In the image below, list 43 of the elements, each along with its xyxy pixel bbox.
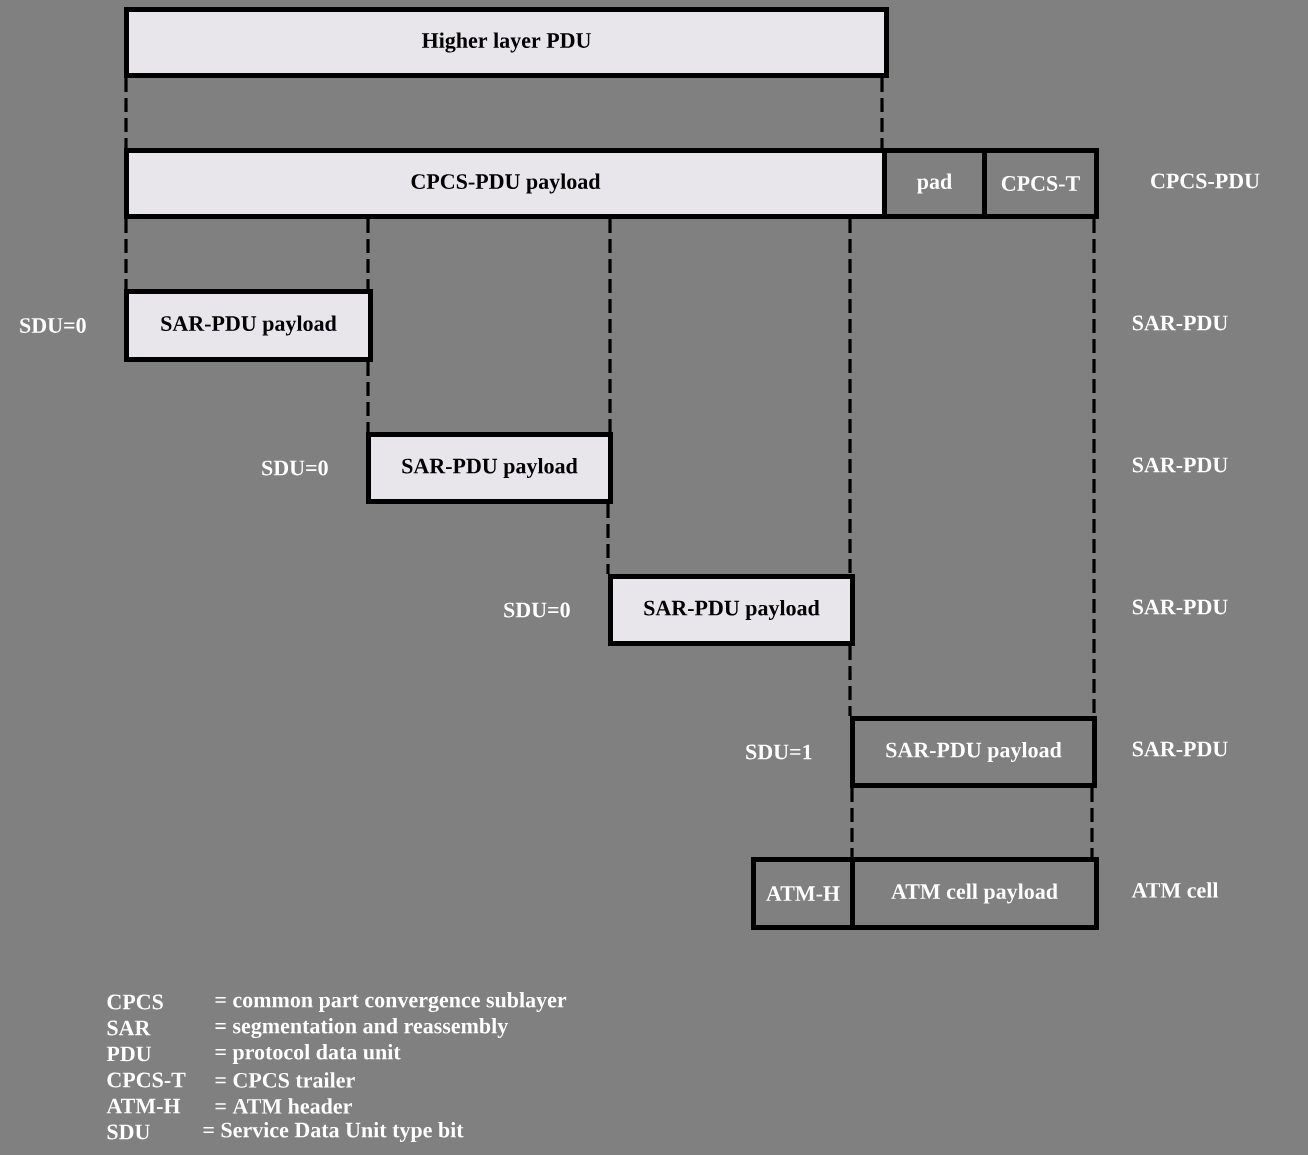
abbreviation-definition: = CPCS trailer <box>215 1072 355 1088</box>
abbreviation-term: SDU <box>107 1124 150 1140</box>
abbreviation-term: SAR <box>107 1020 151 1036</box>
abbreviation-term: ATM-H <box>106 1098 181 1114</box>
connector-line <box>606 504 610 574</box>
abbreviation-definition: = common part convergence sublayer <box>215 991 567 1013</box>
pdu-label: SAR-PDU <box>1132 741 1228 757</box>
pdu-label: SAR-PDU <box>1132 315 1228 331</box>
field-box: Higher layer PDU <box>124 7 889 78</box>
connector-line <box>848 646 852 716</box>
bit-label: SDU=1 <box>746 744 812 760</box>
field-box: CPCS-T <box>982 148 1099 219</box>
pdu-label: CPCS-PDU <box>1151 173 1260 189</box>
abbreviation-term: CPCS <box>107 994 163 1010</box>
abbreviation-definition: = segmentation and reassembly <box>215 1017 509 1039</box>
connector-line <box>366 219 370 289</box>
connector-line <box>1090 788 1094 857</box>
abbreviation-definition: = ATM header <box>215 1098 352 1114</box>
abbreviation-definition: = protocol data unit <box>215 1044 401 1064</box>
field-box: SAR-PDU payload <box>608 574 855 646</box>
field-box: SAR-PDU payload <box>366 432 613 504</box>
pdu-label: ATM cell <box>1131 882 1219 898</box>
field-box: pad <box>882 148 987 219</box>
connector-line <box>850 788 854 857</box>
field-box: SAR-PDU payload <box>850 716 1097 788</box>
connector-line <box>366 362 370 432</box>
pdu-label: SAR-PDU <box>1132 457 1228 473</box>
abbreviation-definition: = Service Data Unit type bit <box>203 1122 464 1142</box>
field-box: CPCS-PDU payload <box>124 148 887 219</box>
bit-label: SDU=0 <box>504 602 570 618</box>
field-box: ATM-H <box>751 857 855 930</box>
connector-line <box>608 219 612 432</box>
connector-line <box>124 78 128 148</box>
abbreviation-term: PDU <box>106 1046 152 1062</box>
connector-line <box>1092 219 1096 716</box>
bit-label: SDU=0 <box>20 318 86 333</box>
bit-label: SDU=0 <box>262 460 328 476</box>
field-box: SAR-PDU payload <box>124 289 373 362</box>
connector-line <box>848 219 852 574</box>
connector-line <box>124 219 128 289</box>
connector-line <box>880 78 884 148</box>
abbreviation-term: CPCS-T <box>107 1072 186 1088</box>
pdu-label: SAR-PDU <box>1132 599 1228 615</box>
